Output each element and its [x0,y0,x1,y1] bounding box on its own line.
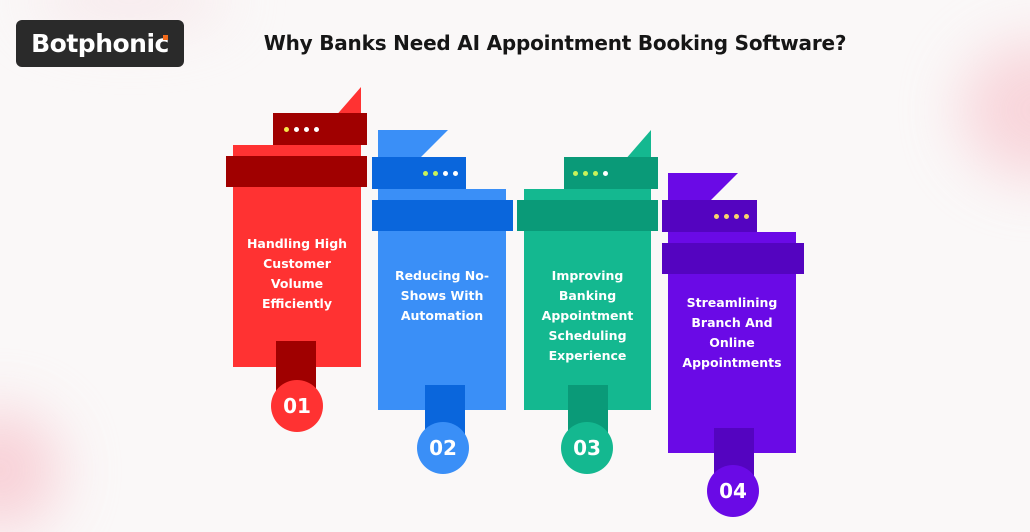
dot [453,171,458,176]
step-number-badge: 01 [271,380,323,432]
step-number: 04 [719,479,747,503]
connector [233,145,361,156]
main-ribbon [662,243,804,274]
dot [573,171,578,176]
step-number: 03 [573,436,601,460]
step-label: Reducing No-Shows With Automation [394,268,490,323]
botphonic-logo: Botphonic [16,20,184,67]
top-ribbon [372,157,466,189]
status-dots [284,127,319,132]
dot [593,171,598,176]
connector [378,189,506,200]
dot [433,171,438,176]
step-number-badge: 03 [561,422,613,474]
step-number-badge: 02 [417,422,469,474]
step-body: Streamlining Branch And Online Appointme… [668,274,796,453]
step-number: 01 [283,394,311,418]
top-ribbon [564,157,658,189]
dot [304,127,309,132]
dot [603,171,608,176]
step-number: 02 [429,436,457,460]
main-ribbon [517,200,658,231]
dot [724,214,729,219]
logo-text: Botphonic [31,29,169,58]
step-body: Handling High Customer Volume Efficientl… [233,187,361,367]
step-body: Improving Banking Appointment Scheduling… [524,231,651,410]
dot [714,214,719,219]
logo-accent-dot [163,35,168,40]
top-ribbon [662,200,757,232]
dot [744,214,749,219]
page-title: Why Banks Need AI Appointment Booking So… [263,31,847,55]
step-label: Improving Banking Appointment Scheduling… [541,268,634,363]
step-label: Streamlining Branch And Online Appointme… [682,295,782,370]
connector [524,189,651,200]
connector [668,232,796,243]
dot [314,127,319,132]
dot [423,171,428,176]
dot [284,127,289,132]
dot [443,171,448,176]
step-body: Reducing No-Shows With Automation [378,231,506,410]
background-blot-top-right [960,40,1030,180]
main-ribbon [372,200,513,231]
step-number-badge: 04 [707,465,759,517]
step-label: Handling High Customer Volume Efficientl… [246,236,348,311]
dot [734,214,739,219]
dot [294,127,299,132]
status-dots [423,171,458,176]
background-blot-left [0,410,60,530]
main-ribbon [226,156,367,187]
status-dots [714,214,749,219]
status-dots [573,171,608,176]
dot [583,171,588,176]
